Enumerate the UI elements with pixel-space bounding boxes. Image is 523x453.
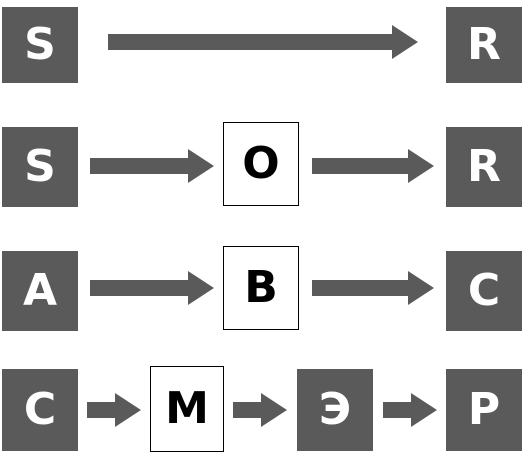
row1-box-s: S: [2, 7, 78, 83]
row2-arrow-2: [312, 149, 434, 183]
row4-arrow-2: [233, 393, 287, 427]
row2-box-r: R: [446, 127, 522, 207]
row3-arrow-2: [312, 271, 434, 305]
row3-box-b: B: [223, 246, 299, 330]
row2-box-s: S: [2, 127, 78, 207]
row1-arrow: [108, 25, 418, 59]
row4-box-e: Э: [297, 369, 373, 451]
row4-arrow-3: [383, 393, 437, 427]
row4-arrow-1: [87, 393, 141, 427]
row4-box-p: P: [446, 369, 522, 451]
row2-arrow-1: [90, 149, 214, 183]
row3-box-a: A: [2, 251, 78, 331]
row2-box-o: O: [223, 122, 299, 206]
row1-box-r: R: [446, 7, 522, 83]
row4-box-c: C: [2, 369, 78, 451]
row3-arrow-1: [90, 271, 214, 305]
row4-box-m: M: [150, 366, 224, 452]
row3-box-c: C: [446, 251, 522, 331]
